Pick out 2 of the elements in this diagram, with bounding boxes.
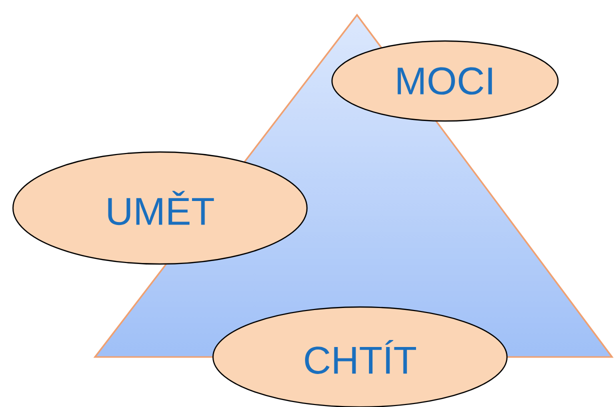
ellipse-label: CHTÍT xyxy=(212,306,508,407)
ellipse-label: UMĚT xyxy=(12,151,308,265)
